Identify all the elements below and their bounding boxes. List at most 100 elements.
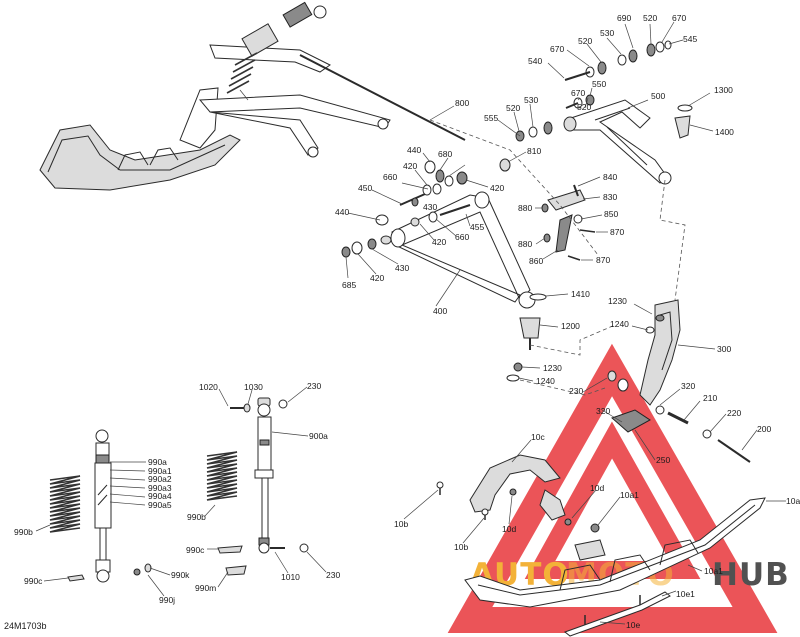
leader-lines	[35, 21, 786, 625]
callout-520: 520	[506, 103, 520, 113]
callout-1240: 1240	[536, 376, 555, 386]
callout-10a1: 10a1	[620, 490, 639, 500]
callout-810: 810	[527, 146, 541, 156]
callout-1230: 1230	[543, 363, 562, 373]
callout-660: 660	[455, 232, 469, 242]
assembled-suspension-illustration	[39, 1, 466, 191]
callout-690: 690	[617, 13, 631, 23]
callout-1010: 1010	[281, 572, 300, 582]
ski-assembly	[436, 454, 766, 637]
callout-990a4: 990a4	[148, 491, 172, 501]
callout-320: 320	[681, 381, 695, 391]
callout-10e: 10e	[626, 620, 640, 630]
document-id: 24M1703b	[4, 621, 47, 631]
callout-10a1: 10a1	[704, 566, 723, 576]
callout-860: 860	[529, 256, 543, 266]
callout-990a3: 990a3	[148, 483, 172, 493]
callout-10a: 10a	[786, 496, 800, 506]
ball-joint-1200	[506, 293, 547, 382]
callout-10b: 10b	[394, 519, 408, 529]
callout-450: 450	[358, 183, 372, 193]
callout-990c: 990c	[24, 576, 43, 586]
callout-230: 230	[569, 386, 583, 396]
callout-300: 300	[717, 344, 731, 354]
callout-870: 870	[596, 255, 610, 265]
shock-absorber-990a	[94, 429, 152, 583]
callout-680: 680	[438, 149, 452, 159]
callout-990c: 990c	[186, 545, 205, 555]
callout-670: 670	[672, 13, 686, 23]
callout-200: 200	[757, 424, 771, 434]
callout-10d: 10d	[590, 483, 604, 493]
callout-440: 440	[407, 145, 421, 155]
callout-800: 800	[455, 98, 469, 108]
callout-670: 670	[550, 44, 564, 54]
callout-10c: 10c	[531, 432, 545, 442]
callout-420: 420	[370, 273, 384, 283]
shock-absorber-900a	[230, 397, 309, 554]
callout-420: 420	[490, 183, 504, 193]
callout-520: 520	[643, 13, 657, 23]
callout-250: 250	[656, 455, 670, 465]
callout-430: 430	[423, 202, 437, 212]
callout-990k: 990k	[171, 570, 190, 580]
callout-1300: 1300	[714, 85, 733, 95]
callout-10d: 10d	[502, 524, 516, 534]
callout-1020: 1020	[199, 382, 218, 392]
callout-10e1: 10e1	[676, 589, 695, 599]
callout-840: 840	[603, 172, 617, 182]
callout-880: 880	[518, 203, 532, 213]
callout-420: 420	[403, 161, 417, 171]
callout-10b: 10b	[454, 542, 468, 552]
callout-545: 545	[683, 34, 697, 44]
callout-230: 230	[326, 570, 340, 580]
callout-1240: 1240	[610, 319, 629, 329]
callout-880: 880	[518, 239, 532, 249]
callout-520: 520	[577, 102, 591, 112]
assembly-centerlines	[429, 119, 686, 396]
hardware-lower-arm	[341, 160, 471, 258]
callout-670: 670	[571, 88, 585, 98]
callout-660: 660	[383, 172, 397, 182]
wear-pad-250	[611, 409, 651, 433]
spindle-300	[607, 299, 751, 463]
callout-850: 850	[604, 209, 618, 219]
callout-230: 230	[307, 381, 321, 391]
stabilizer-bracket-830	[541, 184, 596, 261]
callout-455: 455	[470, 222, 484, 232]
callout-870: 870	[610, 227, 624, 237]
callout-220: 220	[727, 408, 741, 418]
callout-440: 440	[335, 207, 349, 217]
callout-530: 530	[524, 95, 538, 105]
callout-990a1: 990a1	[148, 466, 172, 476]
callout-990a2: 990a2	[148, 474, 172, 484]
callout-labels: 800 690 520 670 530 545 670 520 540 550 …	[14, 13, 800, 630]
callout-900a: 900a	[309, 431, 328, 441]
callout-420: 420	[432, 237, 446, 247]
spring-990b-left	[49, 475, 85, 582]
callout-430: 430	[395, 263, 409, 273]
callout-500: 500	[651, 91, 665, 101]
callout-320: 320	[596, 406, 610, 416]
callout-1200: 1200	[561, 321, 580, 331]
callout-1400: 1400	[715, 127, 734, 137]
upper-a-arm-500	[563, 99, 672, 185]
watermark-text-hub: HUB	[712, 557, 790, 593]
callout-990j: 990j	[159, 595, 175, 605]
callout-990b: 990b	[187, 512, 206, 522]
callout-990b: 990b	[14, 527, 33, 537]
callout-550: 550	[592, 79, 606, 89]
callout-685: 685	[342, 280, 356, 290]
callout-530: 530	[600, 28, 614, 38]
callout-400: 400	[433, 306, 447, 316]
callout-520: 520	[578, 36, 592, 46]
callout-990a: 990a	[148, 457, 167, 467]
callout-830: 830	[603, 192, 617, 202]
callout-1030: 1030	[244, 382, 263, 392]
hardware-upper-arm	[499, 40, 672, 172]
callout-1230: 1230	[608, 296, 627, 306]
spring-990b-right	[206, 451, 247, 576]
callout-555: 555	[484, 113, 498, 123]
